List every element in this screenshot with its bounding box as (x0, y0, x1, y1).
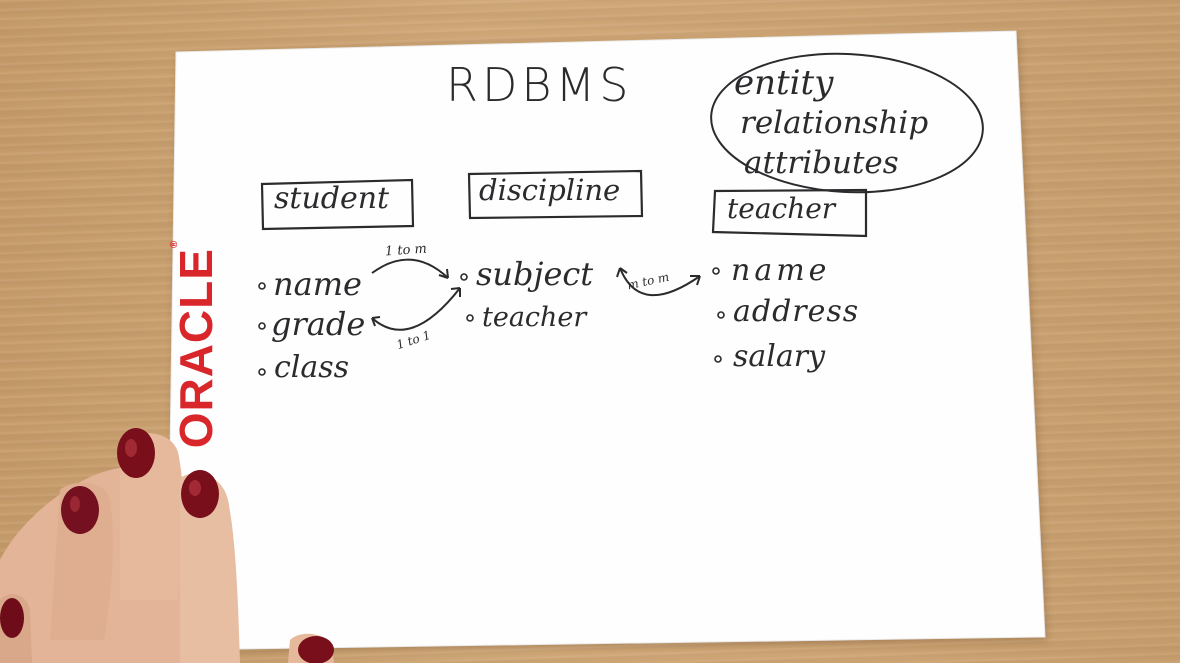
student-attr-grade: grade (271, 305, 366, 343)
teacher-attr-name: name (731, 253, 831, 288)
arrowhead-icon (371, 316, 381, 327)
teacher-attr-address: address (733, 294, 860, 329)
entity-box-teacher (711, 188, 868, 238)
arrow-grade-to-subject (371, 287, 461, 331)
entity-box-discipline (467, 169, 644, 220)
entity-student: student (274, 181, 390, 216)
discipline-attr-subject: subject (476, 255, 594, 293)
arrowhead-icon (690, 275, 701, 286)
arrowhead-icon (616, 267, 628, 278)
concept-ellipse (710, 52, 984, 194)
concept-attributes: attributes (744, 145, 899, 181)
hand (0, 428, 334, 663)
teacher-attr-salary: salary (733, 339, 826, 374)
page-title: RDBMS (446, 58, 633, 112)
entity-box-student (260, 178, 415, 231)
student-attr-class: class (274, 350, 350, 385)
concept-entity: entity (734, 63, 834, 103)
arrowhead-icon (438, 268, 449, 279)
bullet-icons (258, 267, 725, 376)
student-attr-name: name (273, 265, 362, 303)
concept-relationship: relationship (740, 105, 929, 141)
discipline-attr-teacher: teacher (482, 302, 587, 333)
arrow-name-to-subject (371, 258, 449, 279)
entity-discipline: discipline (479, 173, 621, 207)
entity-teacher: teacher (727, 192, 836, 225)
oracle-logo: ORACLE® (169, 239, 222, 449)
arrow-subject-to-teacher-name (619, 267, 701, 297)
arrowhead-icon (450, 287, 461, 297)
relationship-label-1: 1 to m (384, 241, 428, 260)
